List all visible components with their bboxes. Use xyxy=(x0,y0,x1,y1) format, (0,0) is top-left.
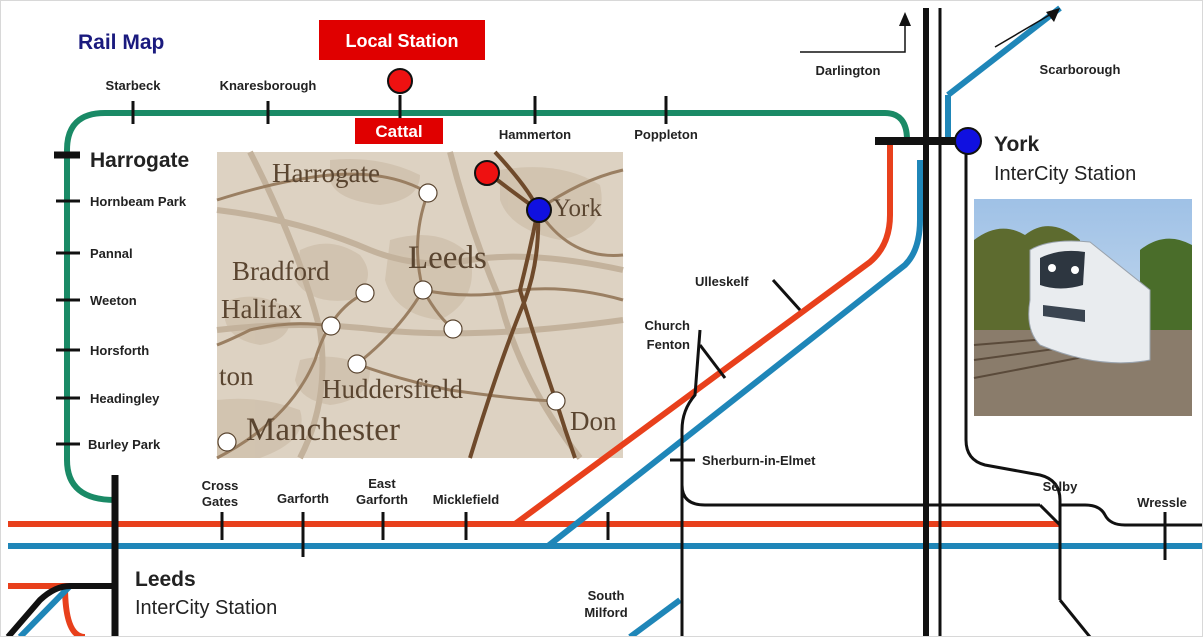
label-burley-park: Burley Park xyxy=(88,437,161,452)
label-ulleskelf: Ulleskelf xyxy=(695,274,749,289)
label-scarborough: Scarborough xyxy=(1040,62,1121,77)
scarborough-arrow-icon xyxy=(1046,8,1060,22)
inset-map-roads xyxy=(216,168,624,460)
label-starbeck: Starbeck xyxy=(106,78,162,93)
york-station-dot[interactable] xyxy=(954,127,982,155)
harrogate-line xyxy=(64,110,910,503)
inset-station-dot xyxy=(418,183,438,203)
label-horsforth: Horsforth xyxy=(90,343,149,358)
label-darlington: Darlington xyxy=(816,63,881,78)
inset-label-leeds: Leeds xyxy=(408,240,487,276)
cattal-badge-label: Cattal xyxy=(375,122,422,141)
cattal-badge xyxy=(355,118,443,144)
station-labels: Harrogate York InterCity Station Leeds I… xyxy=(88,62,1187,620)
label-hammerton: Hammerton xyxy=(499,127,571,142)
inset-map: Harrogate York Leeds Bradford Halifax to… xyxy=(216,150,624,460)
inset-label-huddersfield: Huddersfield xyxy=(322,374,463,404)
inset-label-york: York xyxy=(553,195,602,222)
inset-label-ton: ton xyxy=(219,361,254,391)
inset-map-labels: Harrogate York Leeds Bradford Halifax to… xyxy=(219,158,617,448)
label-wressle: Wressle xyxy=(1137,495,1187,510)
label-sherburn: Sherburn-in-Elmet xyxy=(702,453,816,468)
inset-station-dot xyxy=(321,316,341,336)
label-east-garforth-1: East xyxy=(368,476,396,491)
inset-label-manchester: Manchester xyxy=(246,412,400,448)
label-church-fenton-1: Church xyxy=(645,318,691,333)
black-line xyxy=(5,8,1203,637)
station-ticks xyxy=(54,96,1167,560)
cattal-station-dot[interactable] xyxy=(387,68,413,94)
label-poppleton: Poppleton xyxy=(634,127,698,142)
inset-cattal-dot xyxy=(474,160,500,186)
label-york: York xyxy=(994,133,1039,156)
inset-york-dot xyxy=(526,197,552,223)
map-title: Rail Map xyxy=(78,31,164,54)
label-garforth: Garforth xyxy=(277,491,329,506)
inset-station-dot xyxy=(546,391,566,411)
label-leeds: Leeds xyxy=(135,568,196,591)
inset-map-urban-areas xyxy=(217,159,602,458)
blue-line xyxy=(8,5,1203,637)
inset-map-station-dots xyxy=(217,183,566,452)
label-harrogate: Harrogate xyxy=(90,149,189,172)
darlington-arrow-icon xyxy=(899,12,911,26)
inset-station-dot xyxy=(355,283,375,303)
inset-label-bradford: Bradford xyxy=(232,256,330,286)
inset-station-dot xyxy=(347,354,367,374)
label-south-milford-2: Milford xyxy=(584,605,627,620)
label-pannal: Pannal xyxy=(90,246,133,261)
label-south-milford-1: South xyxy=(588,588,625,603)
label-leeds-sub: InterCity Station xyxy=(135,597,277,619)
local-station-badge-label: Local Station xyxy=(345,31,458,51)
label-micklefield: Micklefield xyxy=(433,492,500,507)
label-weeton: Weeton xyxy=(90,293,137,308)
label-knaresborough: Knaresborough xyxy=(220,78,317,93)
local-station-badge xyxy=(319,20,485,60)
inset-station-dot xyxy=(443,319,463,339)
inset-label-halifax: Halifax xyxy=(221,294,302,324)
inset-station-dot xyxy=(217,432,237,452)
label-church-fenton-2: Fenton xyxy=(647,337,690,352)
inset-station-dot xyxy=(413,280,433,300)
label-selby: Selby xyxy=(1043,479,1078,494)
label-cross-gates-1: Cross xyxy=(202,478,239,493)
inset-label-don: Don xyxy=(570,406,617,436)
label-headingley: Headingley xyxy=(90,391,160,406)
train-photo xyxy=(973,199,1192,416)
label-hornbeam-park: Hornbeam Park xyxy=(90,194,187,209)
label-cross-gates-2: Gates xyxy=(202,494,238,509)
inset-label-harrogate: Harrogate xyxy=(272,158,380,188)
label-york-sub: InterCity Station xyxy=(994,163,1136,185)
label-east-garforth-2: Garforth xyxy=(356,492,408,507)
